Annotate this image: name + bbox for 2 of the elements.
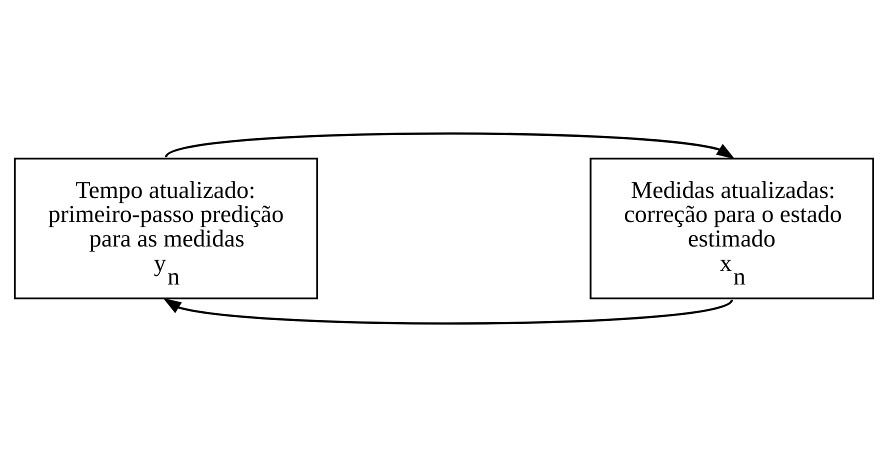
arrow — [165, 132, 735, 159]
arrow — [163, 298, 733, 324]
